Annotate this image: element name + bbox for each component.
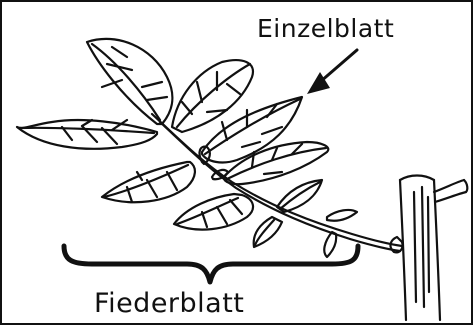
compound-leaf-label: Fiederblatt (94, 290, 244, 317)
leaflet-bottom-center (174, 194, 253, 230)
plant-stem (390, 176, 467, 321)
leaflet-left (17, 120, 157, 149)
leaflet-right-upper (202, 97, 302, 162)
leaflet-top-center (87, 39, 172, 124)
single-leaf-label: Einzelblatt (257, 16, 394, 41)
curly-brace-icon (64, 246, 358, 282)
leaflet-bottom-small (254, 217, 282, 247)
leaflet-lower-left (102, 162, 195, 202)
arrow-pointer-icon (307, 50, 357, 94)
leaflet-upper-right (172, 60, 253, 132)
leaflet-small-right (277, 180, 322, 212)
leaflet-right-middle (224, 142, 328, 184)
